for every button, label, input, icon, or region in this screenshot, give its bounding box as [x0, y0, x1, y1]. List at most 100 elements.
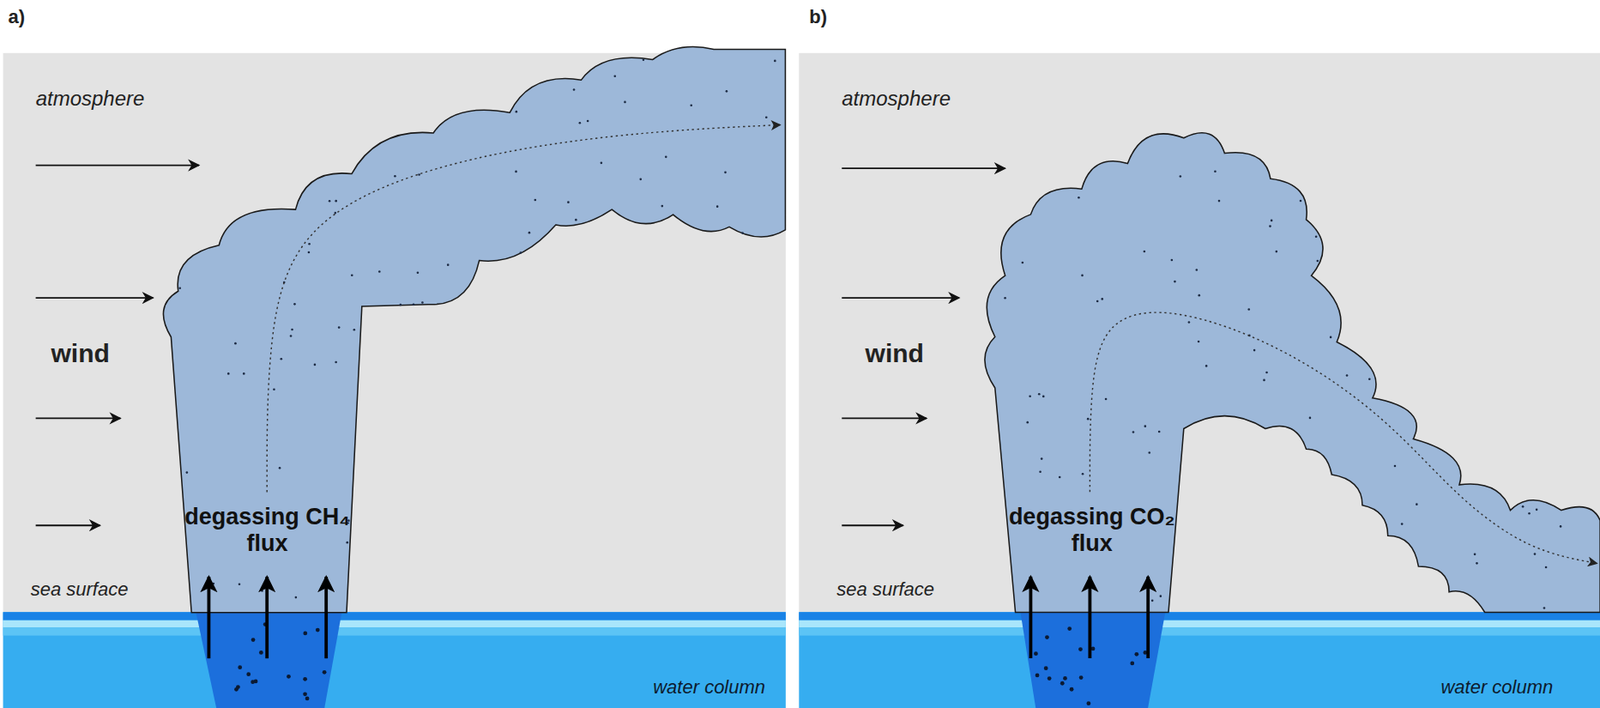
gas-particle	[1159, 594, 1162, 598]
flux-arrow	[325, 576, 329, 659]
label-slot: sea surface	[30, 578, 129, 601]
gas-particle	[1158, 429, 1161, 433]
gas-particle	[515, 109, 519, 113]
gas-particle	[353, 327, 357, 331]
gas-particle	[412, 302, 416, 306]
gas-particle	[1309, 416, 1312, 419]
plume-outline	[152, 41, 791, 653]
gas-particle	[1262, 378, 1266, 381]
gas-particle	[394, 174, 398, 177]
gas-particle	[1081, 472, 1085, 476]
gas-particle	[624, 100, 628, 103]
region-label: wind	[50, 338, 109, 369]
water-particle	[1134, 652, 1139, 657]
gas-particle	[1132, 430, 1136, 434]
gas-particle	[1368, 377, 1371, 381]
gas-particle	[579, 121, 582, 125]
gas-particle	[1315, 235, 1318, 238]
gas-particle	[600, 161, 604, 164]
gas-particle	[1142, 249, 1146, 253]
gas-particle	[179, 286, 182, 290]
gas-particle	[1038, 470, 1042, 473]
gas-particle	[335, 199, 339, 202]
gas-particle	[308, 241, 312, 245]
water-particle	[1069, 687, 1075, 692]
panel-letter: a)	[8, 6, 26, 29]
gas-particle	[1316, 259, 1319, 262]
gas-particle	[1058, 475, 1062, 478]
gas-particle	[1299, 199, 1303, 202]
gas-particle	[1253, 349, 1256, 352]
water-particle	[1033, 651, 1039, 656]
gas-particle	[664, 155, 668, 158]
water-particle	[246, 671, 251, 677]
gas-particle	[1394, 464, 1397, 467]
region-label: atmosphere	[841, 86, 951, 111]
flux-arrow	[1028, 576, 1033, 659]
water-particle	[302, 676, 308, 682]
water-particles	[234, 621, 1148, 706]
gas-particle	[1195, 268, 1198, 272]
gas-particle	[1274, 250, 1278, 254]
gas-particle	[1197, 294, 1201, 297]
gas-particle	[1197, 339, 1201, 343]
label-slot: atmosphere	[36, 86, 145, 111]
gas-particle	[1100, 297, 1104, 301]
water-particle	[1047, 676, 1052, 681]
gas-particle	[335, 360, 339, 363]
panel-letter: b)	[809, 6, 828, 29]
region-label: wind	[865, 338, 924, 369]
gas-particle	[1521, 505, 1525, 508]
water-particle	[305, 696, 310, 701]
gas-particle	[1265, 371, 1268, 375]
gas-particle	[313, 362, 317, 366]
gas-particle	[765, 115, 768, 119]
gas-particle	[1143, 424, 1147, 428]
water-particle	[1062, 676, 1068, 681]
plume-body	[163, 46, 786, 612]
plume-trajectory	[267, 124, 781, 492]
gas-particle	[1151, 598, 1154, 602]
gas-particle	[574, 217, 578, 221]
gas-particle	[1104, 397, 1108, 400]
gas-particle	[1038, 392, 1041, 396]
gas-particle	[716, 205, 719, 208]
water-particle	[234, 687, 239, 692]
gas-particle	[1543, 606, 1546, 610]
gas-particle	[1040, 457, 1044, 460]
flux-arrow	[1146, 576, 1150, 659]
gas-particle	[1533, 552, 1537, 556]
gas-particle	[614, 74, 617, 78]
label-slot: water column	[1440, 676, 1553, 699]
gas-particle	[1096, 299, 1099, 302]
gas-particle	[1187, 320, 1190, 324]
gas-particle	[1527, 512, 1531, 515]
gas-particle	[291, 327, 295, 331]
gas-particle	[289, 334, 293, 338]
gas-particle	[238, 582, 242, 586]
gas-particle	[1346, 374, 1349, 377]
label-slot: water column	[652, 676, 766, 699]
gas-particle	[1178, 175, 1182, 178]
gas-particle	[690, 103, 694, 107]
gas-particle	[1475, 561, 1479, 565]
gas-particle	[1329, 335, 1333, 339]
gas-particle	[1400, 522, 1404, 526]
water-particle	[302, 691, 308, 696]
gas-particle	[567, 200, 571, 204]
gas-particle	[1080, 273, 1084, 277]
water-particle	[1079, 675, 1084, 680]
label-slot: sea surface	[836, 578, 935, 601]
gas-particle	[212, 581, 216, 585]
plume-shape: degassing CO₂ flux	[974, 112, 1600, 653]
flux-arrow	[265, 576, 270, 659]
water-particle	[1078, 646, 1083, 652]
gas-particle	[640, 177, 643, 181]
gas-particle	[261, 589, 265, 592]
gas-particle	[534, 198, 538, 201]
gas-particle	[418, 173, 422, 176]
gas-particle	[280, 357, 284, 361]
gas-particle	[1268, 224, 1272, 228]
gas-particle	[273, 387, 277, 391]
